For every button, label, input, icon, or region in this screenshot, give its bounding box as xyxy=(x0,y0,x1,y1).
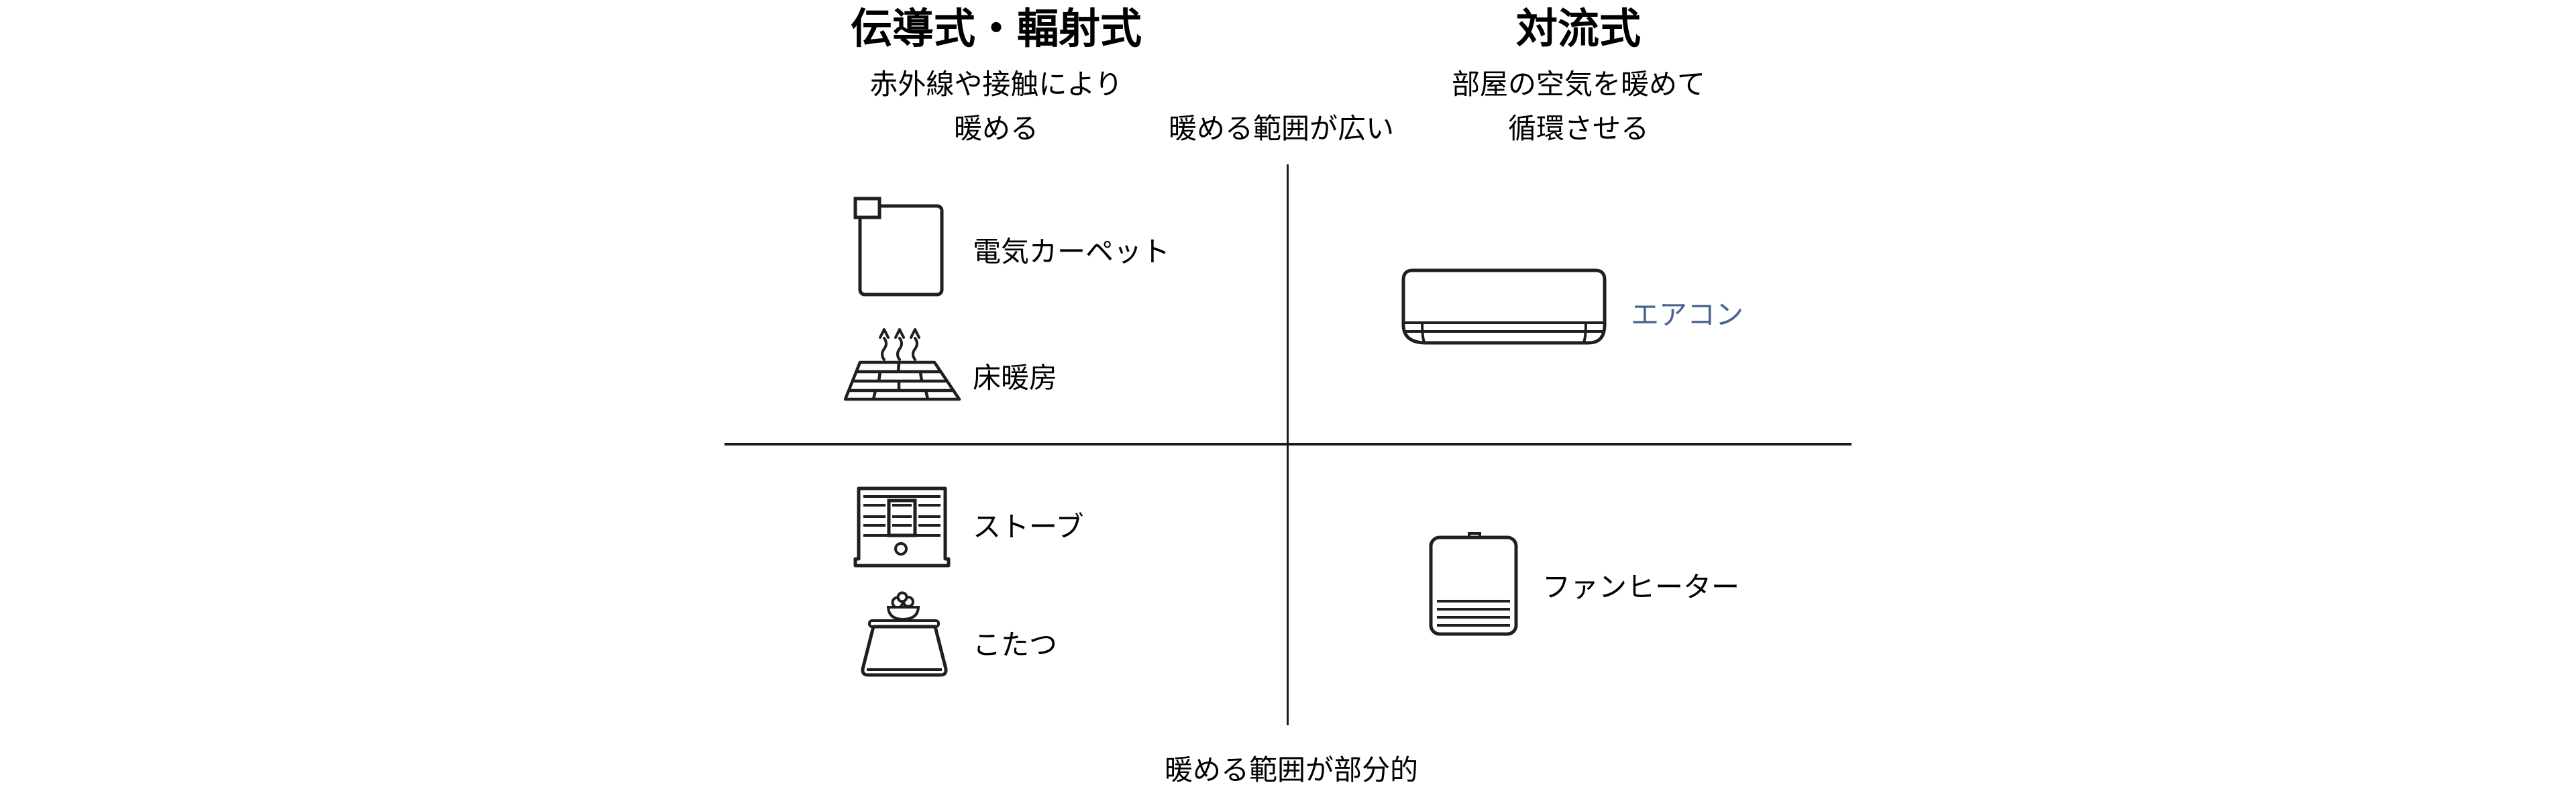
fan-heater-icon xyxy=(1429,532,1519,636)
stove-label: ストーブ xyxy=(973,511,1084,543)
electric-carpet-icon xyxy=(853,197,947,299)
air-conditioner-icon xyxy=(1397,267,1618,364)
electric-carpet-label: 電気カーペット xyxy=(973,235,1171,268)
left-section-subtitle-line1: 赤外線や接触により xyxy=(869,68,1123,100)
left-section-subtitle-line2: 暖める xyxy=(953,113,1039,144)
fan-heater-label: ファンヒーター xyxy=(1542,571,1740,603)
floor-heating-label: 床暖房 xyxy=(973,362,1058,394)
axis-top-label: 暖める範囲が広い xyxy=(1168,113,1395,144)
floor-heating-icon xyxy=(844,321,961,405)
left-section-title: 伝導式・輻射式 xyxy=(850,6,1142,52)
right-section-title: 対流式 xyxy=(1515,6,1642,52)
kotatsu-icon xyxy=(851,587,958,684)
stove-icon xyxy=(853,482,951,569)
horizontal-axis-line xyxy=(724,443,1851,446)
axis-bottom-label: 暖める範囲が部分的 xyxy=(1164,754,1419,785)
right-section-subtitle-line1: 部屋の空気を暖めて xyxy=(1451,68,1706,100)
right-section-subtitle-line2: 循環させる xyxy=(1507,113,1650,144)
kotatsu-label: こたつ xyxy=(973,629,1058,661)
air-conditioner-label: エアコン xyxy=(1631,299,1744,331)
